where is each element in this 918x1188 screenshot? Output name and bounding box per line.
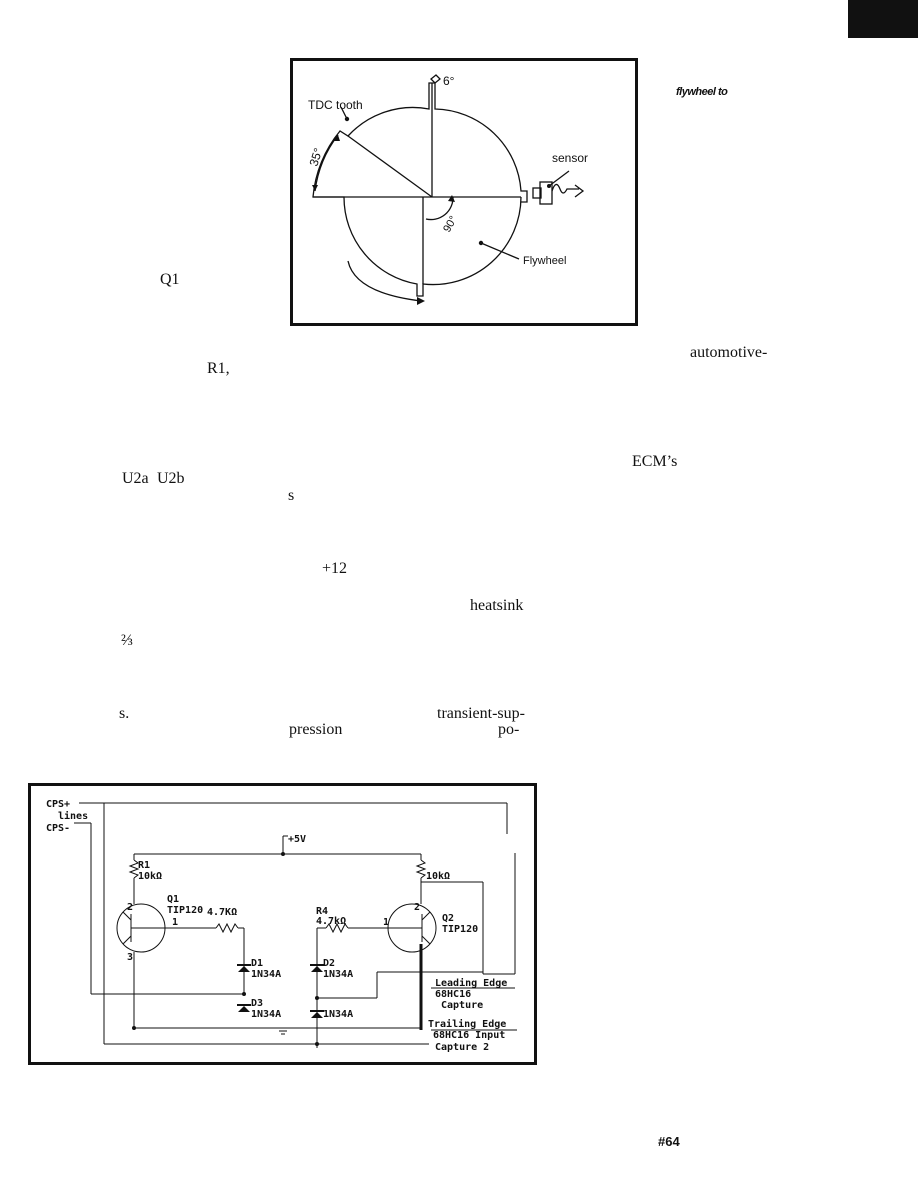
label-r2-value: 10kΩ bbox=[426, 871, 450, 882]
sensor-marker-dot bbox=[547, 184, 551, 188]
junction-dot bbox=[315, 1042, 319, 1046]
label-tdc-tooth: TDC tooth bbox=[308, 98, 363, 112]
label-cps-plus: CPS+ bbox=[46, 799, 70, 810]
label-d3-part: 1N34A bbox=[251, 1009, 281, 1020]
tdc-reference-line bbox=[347, 135, 433, 198]
tdc-marker-dot bbox=[344, 116, 350, 122]
flywheel-diagram: 6° TDC tooth 35° sensor 90° Flywheel bbox=[290, 58, 638, 326]
label-6-degrees: 6° bbox=[443, 74, 455, 88]
flywheel-diagram-svg: 6° TDC tooth 35° sensor 90° Flywheel bbox=[307, 74, 588, 305]
label-d1: D1 bbox=[251, 958, 263, 969]
resistor-r2 bbox=[415, 859, 427, 879]
crank-sensor-body bbox=[539, 181, 553, 205]
diode-d4 bbox=[311, 1012, 323, 1018]
label-lines: lines bbox=[58, 810, 88, 822]
label-d1-part: 1N34A bbox=[251, 969, 281, 980]
diode-d3-bar bbox=[237, 1004, 251, 1006]
diode-d1-bar bbox=[237, 964, 251, 966]
label-r1: R1 bbox=[138, 860, 150, 871]
label-68hc16: 68HC16 bbox=[435, 989, 471, 1000]
label-q1-pin1: 1 bbox=[172, 917, 178, 928]
text-fragment-q1: Q1 bbox=[160, 271, 180, 288]
junction-dot bbox=[132, 1026, 136, 1030]
label-leading-edge: Leading Edge bbox=[435, 977, 507, 989]
label-68hc16-input: 68HC16 Input bbox=[433, 1030, 505, 1041]
text-fragment-pression: pression bbox=[289, 721, 343, 738]
label-capture: Capture bbox=[441, 1000, 483, 1011]
text-fragment-plus12: +12 bbox=[322, 560, 348, 577]
junction-dot bbox=[242, 992, 246, 996]
arrowhead-35-bottom bbox=[312, 185, 318, 191]
text-fragment-u2a: U2a bbox=[122, 470, 149, 487]
label-trailing-edge: Trailing Edge bbox=[428, 1018, 506, 1030]
label-d3: D3 bbox=[251, 998, 263, 1009]
text-fragment-s-period: s. bbox=[119, 705, 130, 722]
label-q2-pin1: 1 bbox=[383, 917, 389, 928]
label-q2: Q2 bbox=[442, 913, 454, 924]
text-fragment-ecms: ECM’s bbox=[632, 453, 678, 470]
schematic-svg: CPS+ lines CPS- +5V R1 10kΩ 10kΩ Q1 TIP1… bbox=[46, 799, 517, 1053]
diode-d3 bbox=[238, 1006, 250, 1012]
label-d2: D2 bbox=[323, 958, 335, 969]
rotation-arrow-arc bbox=[347, 260, 422, 302]
figure-caption-fragment: flywheel to bbox=[676, 86, 728, 98]
label-35-degrees: 35° bbox=[307, 146, 326, 168]
label-d4-part: 1N34A bbox=[323, 1009, 353, 1020]
label-cps-minus: CPS- bbox=[46, 823, 70, 834]
q2-emitter bbox=[421, 935, 431, 945]
label-q1-pin2: 2 bbox=[127, 902, 133, 913]
label-90-degrees: 90° bbox=[441, 214, 460, 234]
label-sensor: sensor bbox=[552, 151, 588, 165]
crank-sensor-cap bbox=[532, 187, 542, 199]
resistor-r4 bbox=[325, 922, 349, 934]
diode-d1 bbox=[238, 966, 250, 972]
text-fragment-po: po- bbox=[498, 721, 520, 738]
label-r4: R4 bbox=[316, 906, 328, 917]
label-q2-part: TIP120 bbox=[442, 924, 478, 935]
arrowhead-90 bbox=[448, 195, 455, 202]
label-d2-part: 1N34A bbox=[323, 969, 353, 980]
label-q1-pin3: 3 bbox=[127, 952, 133, 963]
text-fragment-two-thirds: ⅔ bbox=[121, 632, 133, 649]
text-fragment-automotive: automotive- bbox=[690, 344, 768, 361]
flywheel-outline bbox=[312, 82, 528, 297]
label-q1: Q1 bbox=[167, 894, 179, 905]
junction-dot bbox=[315, 996, 319, 1000]
corner-tab-marker bbox=[848, 0, 918, 38]
label-flywheel: Flywheel bbox=[523, 255, 566, 267]
label-plus5v: +5V bbox=[288, 834, 306, 845]
tdc-leader bbox=[340, 106, 348, 120]
arrowhead-35-top bbox=[334, 135, 340, 141]
schematic-diagram: CPS+ lines CPS- +5V R1 10kΩ 10kΩ Q1 TIP1… bbox=[28, 783, 537, 1065]
diode-d2-bar bbox=[310, 964, 324, 966]
label-r4-value: 4.7kΩ bbox=[316, 916, 346, 927]
rotation-arrowhead bbox=[417, 297, 425, 305]
label-q2-pin2: 2 bbox=[414, 902, 420, 913]
q1-collector bbox=[122, 911, 132, 921]
flywheel-leader bbox=[480, 242, 520, 260]
label-capture-2: Capture 2 bbox=[435, 1042, 489, 1053]
text-fragment-u2b: U2b bbox=[157, 470, 185, 487]
resistor-r3 bbox=[215, 922, 239, 934]
junction-dot bbox=[281, 852, 285, 856]
pointer-tip bbox=[430, 74, 441, 84]
text-fragment-r1: R1, bbox=[207, 360, 230, 377]
text-fragment-s: s bbox=[288, 487, 295, 504]
label-r1-value: 10kΩ bbox=[138, 871, 162, 882]
label-q1-part: TIP120 bbox=[167, 905, 203, 916]
flywheel-marker-dot bbox=[478, 240, 484, 246]
text-fragment-heatsink: heatsink bbox=[470, 597, 524, 614]
text-fragment-transient: transient-sup- bbox=[437, 705, 525, 722]
diode-d2 bbox=[311, 966, 323, 972]
sensor-cable bbox=[551, 183, 585, 198]
diode-d4-bar bbox=[310, 1010, 324, 1012]
resistor-r1 bbox=[128, 859, 140, 879]
label-r3-value: 4.7KΩ bbox=[207, 907, 237, 918]
page-number: #64 bbox=[658, 1134, 680, 1149]
q1-emitter bbox=[122, 935, 132, 945]
q2-collector bbox=[421, 911, 431, 921]
